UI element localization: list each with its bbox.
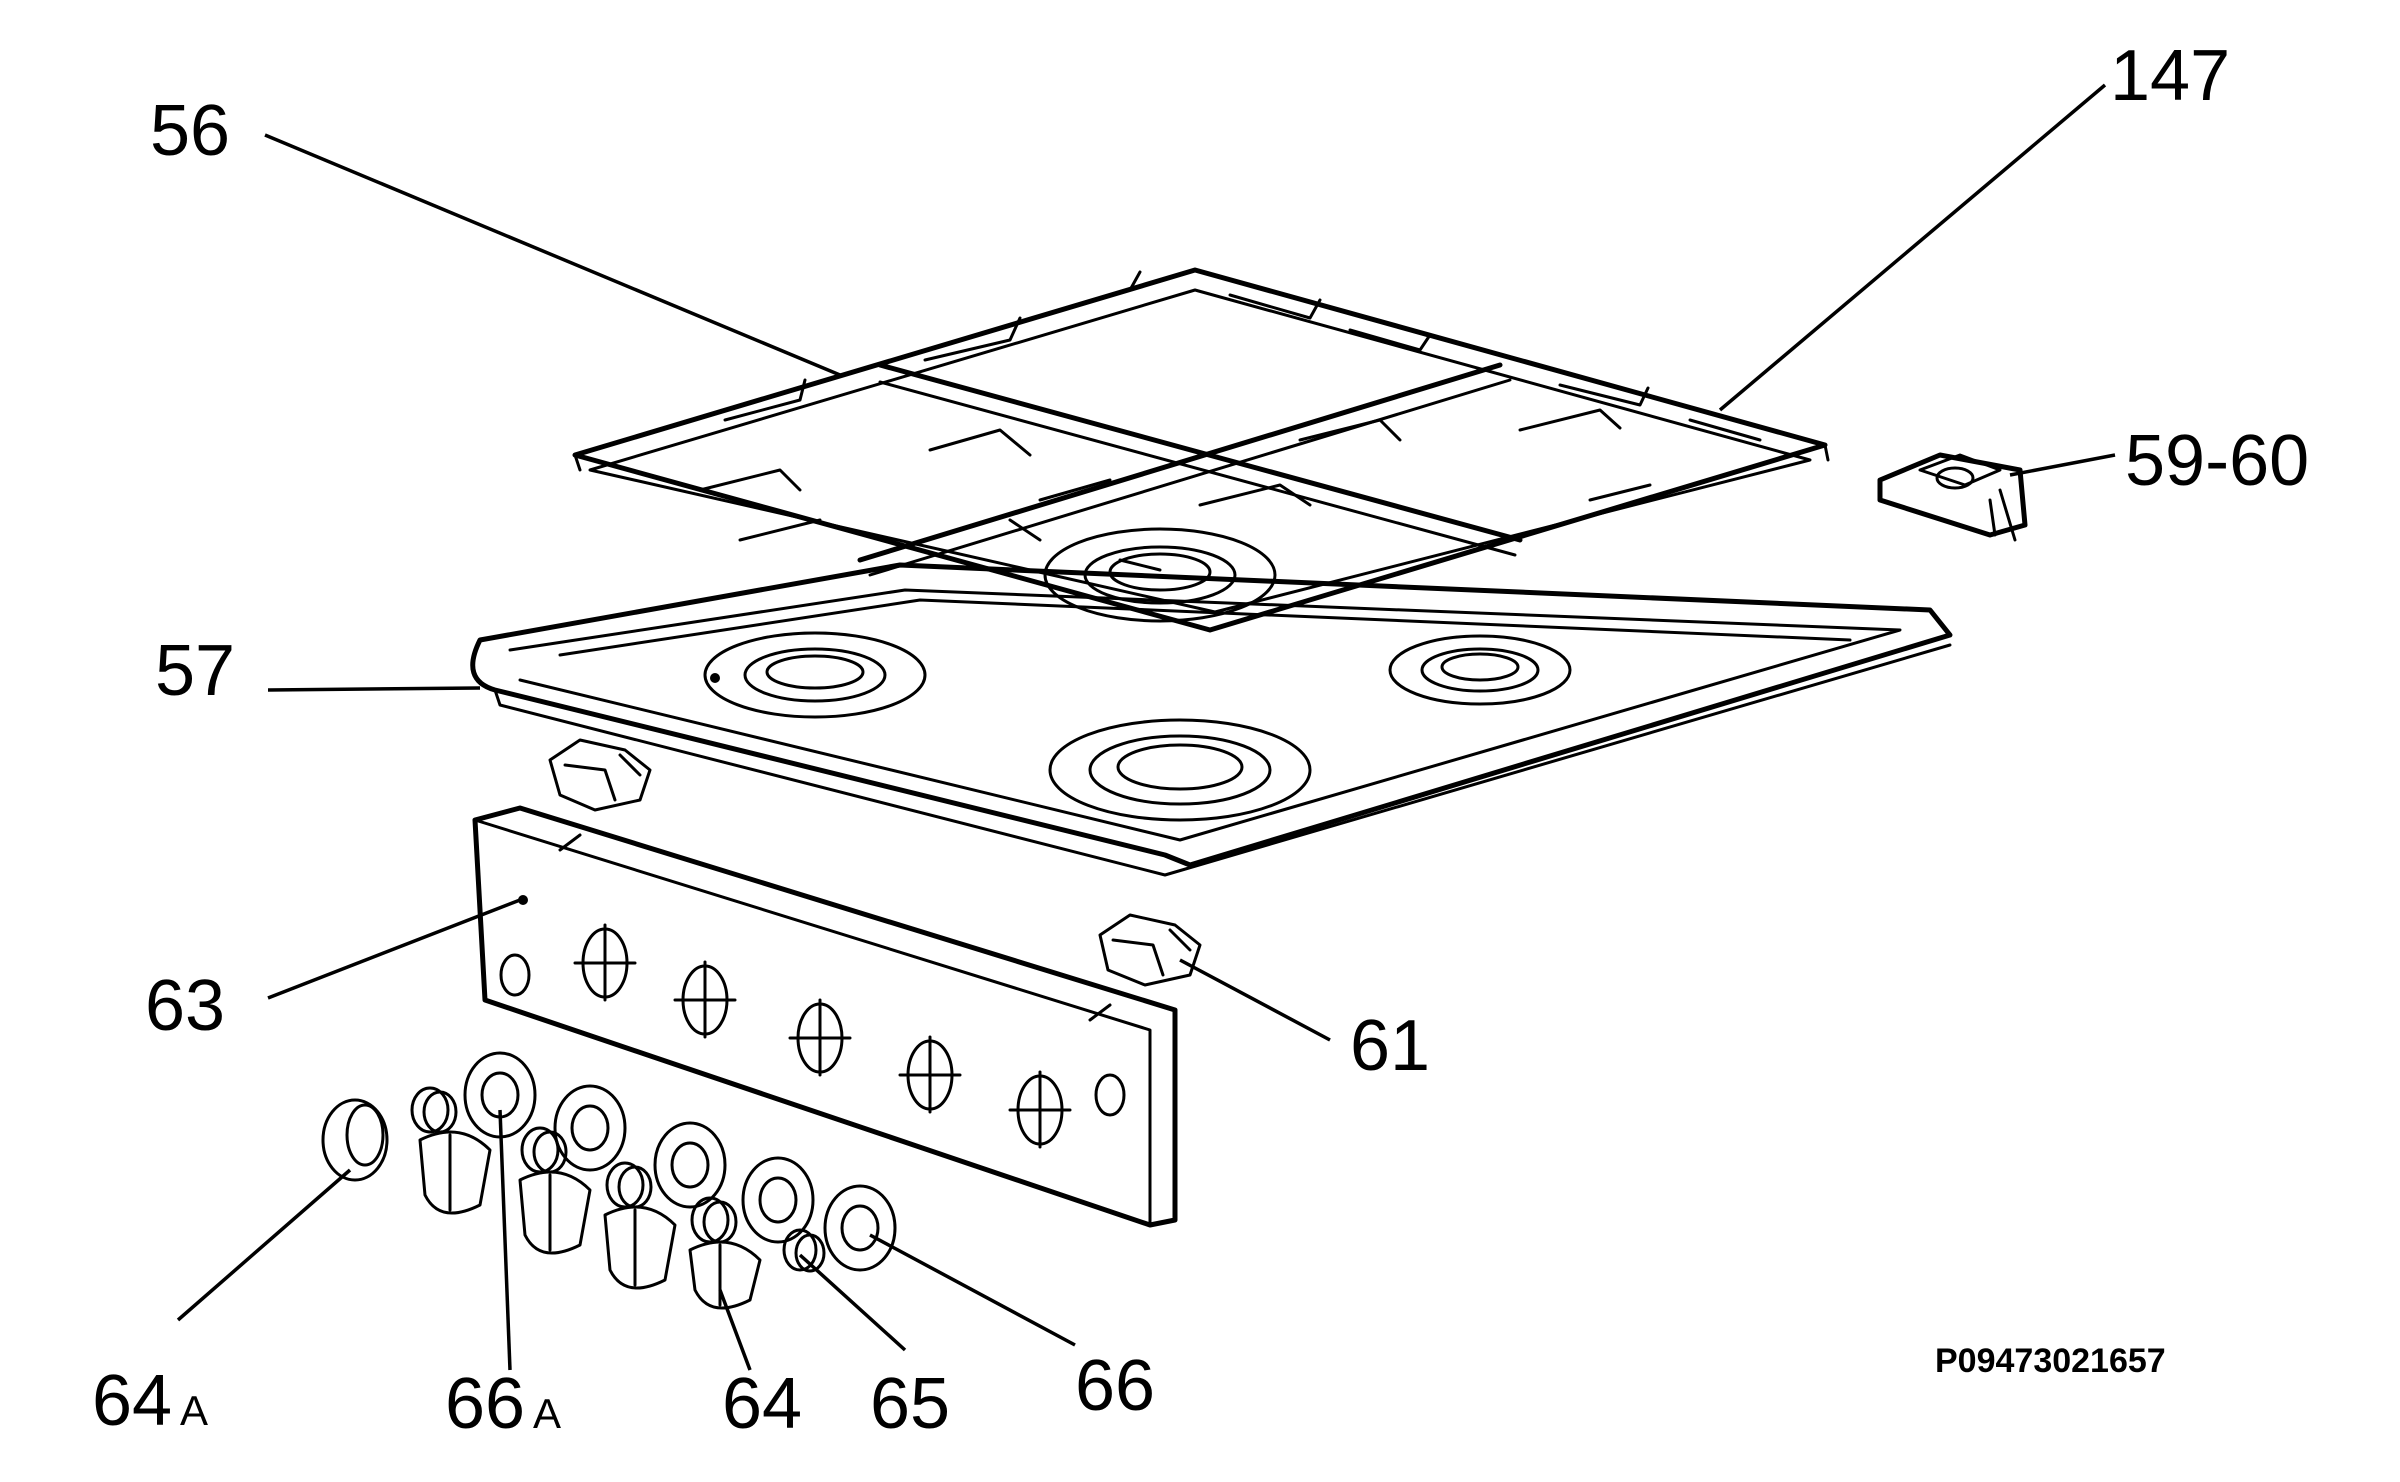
part-labels: 56 147 59-60 57 63 61 64 A 66 A 64 65 66… xyxy=(92,36,2309,1444)
knob-3 xyxy=(603,1205,677,1290)
bezel-4 xyxy=(741,1156,815,1244)
bezel-2 xyxy=(553,1084,627,1172)
label-61: 61 xyxy=(1350,1006,1430,1086)
label-66a-number: 66 xyxy=(445,1364,525,1444)
label-65: 65 xyxy=(870,1364,950,1444)
bezel-5 xyxy=(823,1184,897,1272)
label-66: 66 xyxy=(1075,1346,1155,1426)
knob-1 xyxy=(418,1130,492,1215)
spring-3 xyxy=(605,1161,653,1209)
knob-cluster xyxy=(321,1051,897,1310)
label-57: 57 xyxy=(155,631,235,711)
knob-4 xyxy=(688,1240,762,1310)
burner-rear-center xyxy=(1043,527,1277,623)
control-panel xyxy=(472,805,1178,1228)
spring-2 xyxy=(520,1126,568,1174)
spring-1 xyxy=(410,1086,458,1134)
spring-5 xyxy=(782,1228,826,1273)
burner-right xyxy=(1388,634,1572,706)
label-64a-suffix: A xyxy=(180,1387,208,1434)
label-59-60: 59-60 xyxy=(2125,421,2309,501)
burner-front-center xyxy=(1048,718,1312,822)
knob-single xyxy=(321,1098,389,1182)
spring-4 xyxy=(690,1196,738,1244)
clip-part xyxy=(1877,452,2028,542)
bracket-right xyxy=(1098,913,1202,987)
drawing-code: P09473021657 xyxy=(1935,1342,2166,1380)
label-64a-number: 64 xyxy=(92,1361,172,1441)
leader-lines xyxy=(176,83,2116,1371)
knob-holes xyxy=(573,923,1072,1149)
label-64: 64 xyxy=(722,1364,802,1444)
hob-top xyxy=(470,527,1953,877)
knob-2 xyxy=(518,1170,592,1255)
label-66a-suffix: A xyxy=(533,1390,561,1437)
bezel-3 xyxy=(653,1121,727,1209)
pan-support-grid xyxy=(572,267,1830,633)
label-56: 56 xyxy=(150,91,230,171)
burner-front-left xyxy=(703,631,927,719)
bracket-left xyxy=(548,738,652,812)
label-63: 63 xyxy=(145,966,225,1046)
label-147: 147 xyxy=(2110,36,2230,116)
